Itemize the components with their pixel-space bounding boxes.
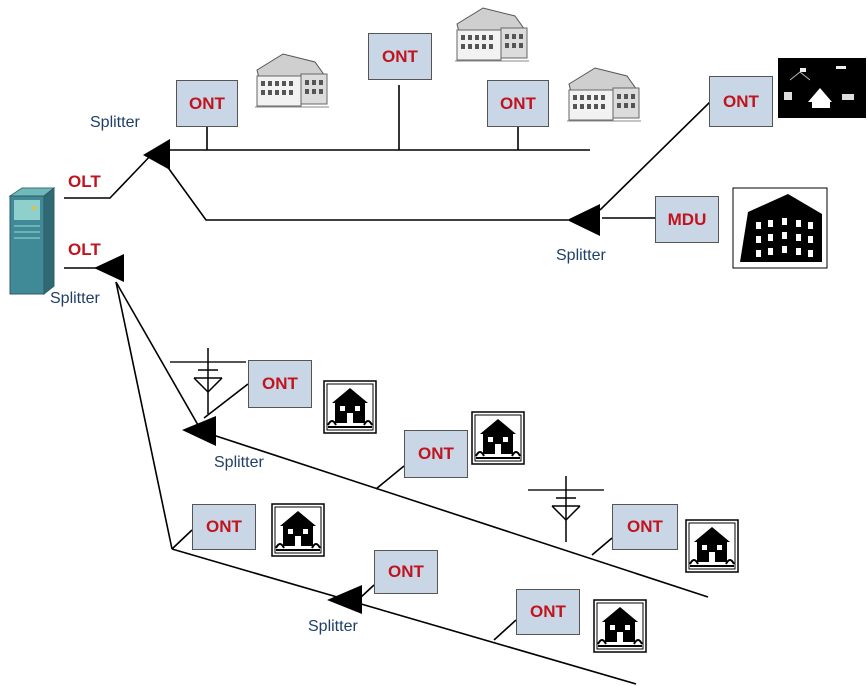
olt-label-top: OLT bbox=[68, 172, 101, 191]
ont-box: ONT bbox=[374, 550, 438, 594]
ont-box: ONT bbox=[404, 430, 468, 478]
fiber-lines bbox=[64, 85, 711, 685]
ont-box: ONT bbox=[368, 33, 432, 80]
splitter-label-bottom-left: Splitter bbox=[50, 290, 100, 307]
splitter-label-low: Splitter bbox=[308, 618, 358, 635]
mdu-box: MDU bbox=[655, 196, 719, 243]
ont-box: ONT bbox=[709, 76, 773, 127]
ont-box: ONT bbox=[248, 360, 312, 408]
ont-box: ONT bbox=[516, 589, 580, 635]
city-night-icon bbox=[778, 58, 866, 118]
olt-rack-icon bbox=[8, 186, 56, 296]
apartment-building-icon bbox=[254, 7, 642, 122]
ont-box: ONT bbox=[176, 80, 238, 127]
ont-box: ONT bbox=[612, 504, 678, 550]
splitter-label-top-left: Splitter bbox=[90, 114, 140, 131]
mdu-building-icon bbox=[732, 187, 828, 269]
splitter-label-right: Splitter bbox=[556, 247, 606, 264]
ont-box: ONT bbox=[487, 80, 549, 127]
olt-label-bottom: OLT bbox=[68, 240, 101, 259]
splitter-label-mid: Splitter bbox=[214, 454, 264, 471]
splitter-triangle-icon bbox=[94, 139, 600, 614]
ont-box: ONT bbox=[192, 504, 256, 550]
